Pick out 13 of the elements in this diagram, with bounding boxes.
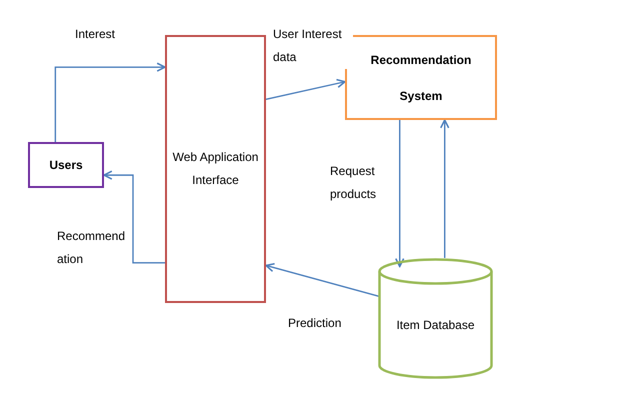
node-label: Recommendation System [370,52,472,104]
process-box [165,35,266,303]
arrow [440,119,450,258]
actor-box [28,142,104,188]
arrow [266,78,346,100]
node-label: Users [49,156,83,174]
node-label: Item Database [396,317,475,334]
arrow [54,62,166,142]
arrow [395,120,404,268]
arrow [265,262,380,298]
process-box [345,35,497,120]
arrow [103,170,165,264]
node-label: Web Application Interface [172,149,260,189]
